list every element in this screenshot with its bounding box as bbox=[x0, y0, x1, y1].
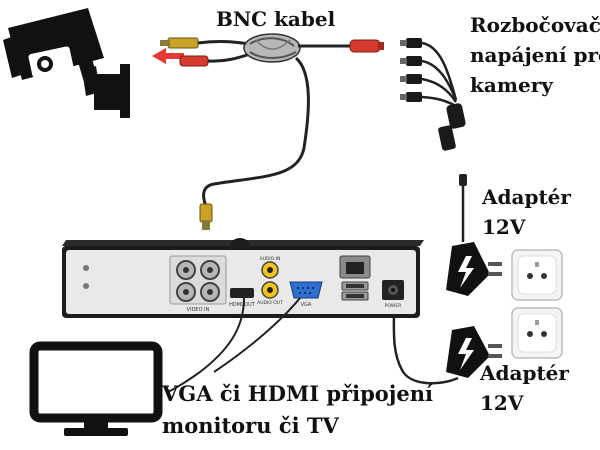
splitter-label-line-1: Rozbočovač bbox=[470, 13, 600, 37]
vga-port: VGA bbox=[289, 281, 323, 308]
wall-socket-bottom bbox=[511, 307, 563, 359]
adapter-top-label-line-2: 12V bbox=[482, 215, 526, 239]
vga-cable bbox=[213, 297, 301, 373]
power-adapter-bottom bbox=[446, 326, 502, 378]
monitor-connection-label: VGA či HDMI připojení monitoru či TV bbox=[162, 378, 433, 442]
direction-arrow-icon bbox=[152, 48, 184, 64]
power-port: POWER bbox=[382, 280, 404, 309]
power-splitter bbox=[400, 38, 466, 151]
monitor-label-line-1: VGA či HDMI připojení bbox=[162, 381, 433, 406]
audio-in-port-label: AUDIO IN bbox=[260, 256, 281, 262]
vga-port-label: VGA bbox=[301, 302, 312, 308]
hdmi-out-port-label: HDMI OUT bbox=[229, 302, 256, 308]
adapter-bottom-label-line-2: 12V bbox=[480, 391, 524, 415]
power-adapter-top bbox=[446, 174, 502, 296]
power-port-label: POWER bbox=[385, 303, 402, 309]
video-in-port-label: VIDEO IN bbox=[187, 307, 210, 313]
monitor-icon bbox=[29, 341, 163, 436]
adapter-bottom-label-line-1: Adaptér bbox=[480, 361, 569, 385]
lan-usb-ports bbox=[339, 255, 371, 301]
dvr-recorder: VIDEO IN HDMI OUT AUDIO IN AUDIO OUT VGA bbox=[62, 238, 424, 318]
monitor-label-line-2: monitoru či TV bbox=[162, 413, 339, 438]
adapter-top-label-line-1: Adaptér bbox=[482, 185, 571, 209]
splitter-label: Rozbočovač napájení pro kamery bbox=[470, 10, 600, 100]
audio-out-port-label: AUDIO OUT bbox=[257, 300, 283, 306]
splitter-label-line-2: napájení pro bbox=[470, 43, 600, 67]
hdmi-cable bbox=[167, 297, 245, 393]
splitter-label-line-3: kamery bbox=[470, 73, 553, 97]
bnc-cable-label: BNC kabel bbox=[216, 7, 336, 31]
wall-socket-top bbox=[511, 249, 563, 301]
adapter-bottom-label: Adaptér 12V bbox=[480, 358, 569, 418]
adapter-top-label: Adaptér 12V bbox=[482, 182, 571, 242]
bnc-cable bbox=[152, 33, 384, 230]
power-cable bbox=[392, 305, 459, 385]
lightning-icon bbox=[458, 256, 474, 288]
lightning-icon bbox=[458, 338, 474, 370]
hdmi-port: HDMI OUT bbox=[229, 288, 256, 308]
audio-ports: AUDIO IN AUDIO OUT bbox=[257, 256, 283, 306]
camera-icon bbox=[3, 8, 130, 118]
bnc-video-in-ports: VIDEO IN bbox=[169, 255, 227, 313]
